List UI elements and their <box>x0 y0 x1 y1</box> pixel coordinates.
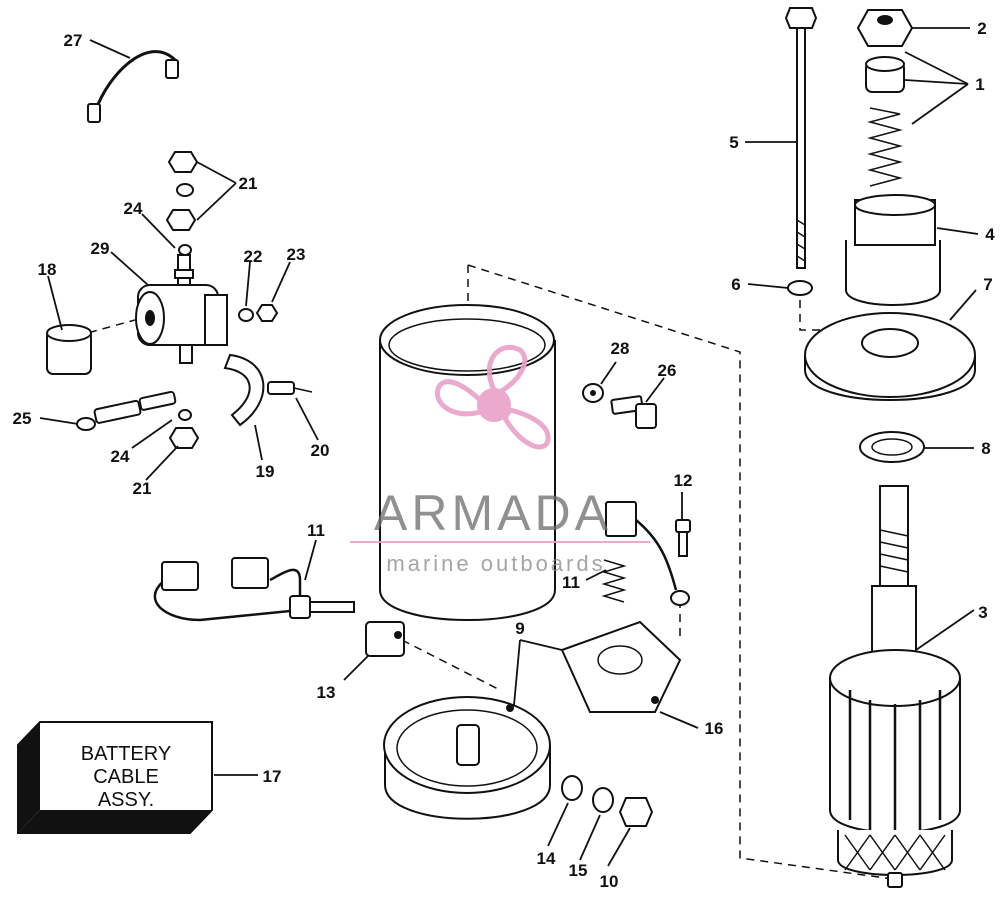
battery-box-line2: CABLE <box>93 766 159 788</box>
callout-28: 28 <box>611 339 630 358</box>
callout-6: 6 <box>731 275 740 294</box>
callout-14: 14 <box>537 849 556 868</box>
callout-5: 5 <box>729 133 738 152</box>
upper-nut-stack <box>165 151 199 256</box>
pinion-stop-stack <box>856 9 914 187</box>
callout-labels: 2 1 5 4 6 7 8 3 27 21 24 29 18 22 23 25 … <box>13 19 996 891</box>
propeller-icon <box>435 344 551 450</box>
brush-holder-bracket-part <box>365 621 405 657</box>
callout-11-right: 11 <box>562 573 580 592</box>
callout-9: 9 <box>515 619 524 638</box>
callout-17: 17 <box>263 767 282 786</box>
callout-15: 15 <box>569 861 588 880</box>
callout-27: 27 <box>64 31 83 50</box>
callout-2: 2 <box>977 19 986 38</box>
brush-spring-assembly-right <box>601 501 691 606</box>
armature-part <box>829 485 961 888</box>
frame-washer-and-bolt <box>582 383 657 429</box>
callout-24-lower: 24 <box>111 447 130 466</box>
assembly-dashed-boot-link <box>61 319 136 341</box>
callout-7: 7 <box>983 275 992 294</box>
callout-13: 13 <box>317 683 336 702</box>
ground-cable-part <box>87 50 179 123</box>
positive-cable-part <box>76 390 200 449</box>
assembly-dashed-bracket-link <box>401 639 501 691</box>
callout-23: 23 <box>287 245 306 264</box>
brush-lead-assembly-left <box>153 557 355 622</box>
mounting-bracket-part <box>223 353 313 427</box>
battery-cable-box <box>17 721 213 834</box>
armada-watermark: ARMADA marine outboards <box>350 344 650 576</box>
callout-11-left: 11 <box>307 521 325 540</box>
callout-25: 25 <box>13 409 32 428</box>
drive-pinion-part <box>845 194 941 306</box>
callout-3: 3 <box>978 603 987 622</box>
terminal-nuts <box>238 304 279 322</box>
thru-bolt-washer-part <box>787 280 813 296</box>
callout-16: 16 <box>705 719 724 738</box>
callout-29: 29 <box>91 239 110 258</box>
callout-1: 1 <box>975 75 984 94</box>
brush-plate-part <box>560 620 682 713</box>
callout-20: 20 <box>311 441 330 460</box>
callout-22: 22 <box>244 247 263 266</box>
callout-12: 12 <box>674 471 693 490</box>
callout-18: 18 <box>38 260 57 279</box>
thrust-washer-part <box>859 431 925 463</box>
assembly-dashed-outline <box>467 264 901 881</box>
rubber-boot-part <box>46 324 92 375</box>
callout-21-lower: 21 <box>133 479 152 498</box>
battery-box-line3: ASSY. <box>98 789 154 811</box>
watermark-brand: ARMADA <box>374 485 612 541</box>
callout-10: 10 <box>600 872 619 891</box>
callout-19: 19 <box>256 462 275 481</box>
callout-24-upper: 24 <box>124 199 143 218</box>
callout-4: 4 <box>985 225 995 244</box>
watermark-tagline: marine outboards <box>386 551 605 576</box>
solenoid-part <box>135 254 228 364</box>
commutator-end-cap-part <box>383 696 551 820</box>
callout-leaders <box>39 27 979 867</box>
callout-21-upper: 21 <box>239 174 258 193</box>
battery-box-line1: BATTERY <box>81 743 171 765</box>
callout-8: 8 <box>981 439 990 458</box>
thru-bolt-part <box>784 7 818 269</box>
callout-26: 26 <box>658 361 677 380</box>
end-cap-fasteners <box>561 775 654 827</box>
drive-end-cap-part <box>804 312 976 401</box>
